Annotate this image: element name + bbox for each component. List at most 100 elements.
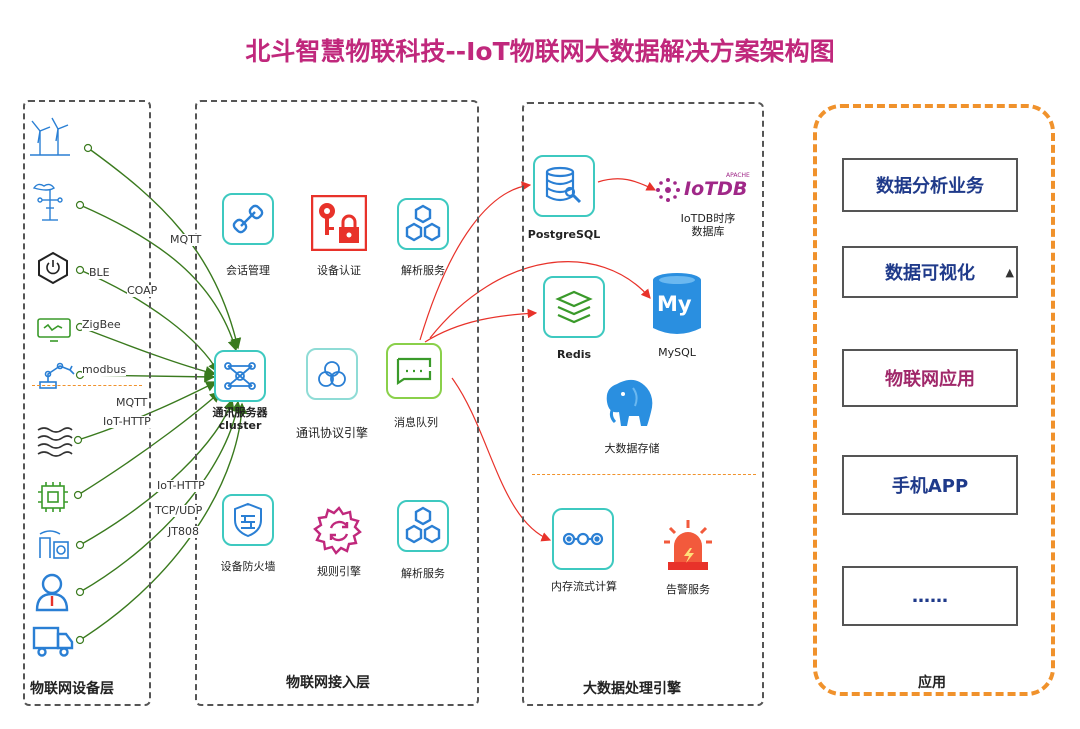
stream-flow-icon <box>562 532 604 546</box>
link-postgres-iotdb <box>597 178 657 191</box>
zigbee-monitor-icon <box>36 317 72 347</box>
stream-compute-label: 内存流式计算 <box>551 580 617 593</box>
air-filter-icon <box>34 424 74 462</box>
access-layer-label: 物联网接入层 <box>286 675 370 691</box>
iotdb-apache-text: APACHE <box>726 172 750 179</box>
camera-node-icon <box>34 528 72 566</box>
redis-node[interactable] <box>543 276 605 338</box>
page-title: 北斗智慧物联科技--IoT物联网大数据解决方案架构图 <box>245 37 835 66</box>
protocol-tcpudp-label: TCP/UDP <box>155 504 203 517</box>
parse-service-node-top[interactable] <box>397 198 449 250</box>
comm-server-cluster-node[interactable] <box>214 350 266 402</box>
link-mq-postgres <box>419 181 532 341</box>
parse-service-label-bottom: 解析服务 <box>401 567 445 580</box>
redis-stack-icon <box>555 290 593 324</box>
access-layer-panel <box>195 100 479 706</box>
iotdb-brand-text: IoTDB <box>684 178 748 200</box>
protocol-modbus-label: modbus <box>82 363 127 376</box>
protocol-mqtt-label: MQTT <box>170 233 202 246</box>
link-wind <box>87 147 242 350</box>
rule-engine-label: 规则引擎 <box>317 565 361 578</box>
link-weather <box>79 204 239 352</box>
mysql-icon: My <box>651 272 703 342</box>
app-iot-application-box[interactable]: 物联网应用 <box>842 349 1018 407</box>
alarm-service-label: 告警服务 <box>666 583 710 596</box>
app-mobile-box[interactable]: 手机APP <box>842 455 1018 515</box>
postgresql-node[interactable] <box>533 155 595 217</box>
chip-icon <box>34 480 72 518</box>
iotdb-label-line1: IoTDB时序 <box>680 212 736 225</box>
stream-compute-node[interactable] <box>552 508 614 570</box>
app-data-analysis-box[interactable]: 数据分析业务 <box>842 158 1018 212</box>
app-more-box[interactable]: …… <box>842 566 1018 626</box>
user-pin-icon <box>34 572 70 616</box>
protocol-engine-node[interactable] <box>306 348 358 400</box>
link-mq-redis <box>424 308 538 343</box>
device-firewall-label: 设备防火墙 <box>220 560 276 573</box>
app-layer-label: 应用 <box>918 675 946 691</box>
bigdata-layer-label: 大数据处理引擎 <box>583 681 681 697</box>
wind-turbine-icon <box>28 115 72 161</box>
session-management-node[interactable] <box>222 193 274 245</box>
parse-service-label-top: 解析服务 <box>401 264 445 277</box>
iotdb-logo: APACHE IoTDB <box>654 172 758 206</box>
comm-server-label: 通讯服务器 <box>212 406 268 419</box>
link-zigbee <box>79 326 217 377</box>
session-link-icon <box>232 204 264 234</box>
link-chip <box>77 391 222 496</box>
message-queue-node[interactable] <box>386 343 442 399</box>
redis-label: Redis <box>556 348 592 361</box>
iotdb-label-line2: 数据库 <box>691 225 725 238</box>
firewall-shield-icon <box>234 502 262 538</box>
bigdata-layer-panel <box>522 102 764 706</box>
iotdb-label: IoTDB时序 数据库 <box>662 212 754 238</box>
protocol-jt808-label: JT808 <box>168 525 199 538</box>
protocol-coap-label: COAP <box>127 284 158 297</box>
protocol-ble-label: BLE <box>89 266 110 279</box>
link-truck <box>79 402 248 641</box>
session-management-label: 会话管理 <box>226 264 270 277</box>
database-wrench-icon <box>545 166 582 204</box>
network-mesh-icon <box>224 362 256 390</box>
device-firewall-node[interactable] <box>222 494 274 546</box>
link-mq-stream <box>451 377 552 542</box>
mysql-label: MySQL <box>658 346 696 359</box>
weather-station-icon <box>28 178 72 226</box>
protocol-engine-label: 通讯协议引擎 <box>295 426 368 440</box>
postgresql-label: PostgreSQL <box>527 228 601 241</box>
device-layer-label: 物联网设备层 <box>30 681 114 697</box>
alarm-service-icon <box>660 516 716 578</box>
mysql-logo-text: My <box>657 292 692 316</box>
comm-server-cluster-label: cluster <box>218 419 262 432</box>
app-data-visualization-label: 数据可视化 <box>885 263 975 284</box>
app-data-visualization-box[interactable]: 数据可视化 ▲ <box>842 246 1018 298</box>
bluetooth-hexagon-icon <box>36 251 70 289</box>
device-auth-icon[interactable] <box>310 194 368 255</box>
message-queue-icon <box>396 357 432 386</box>
hexagon-cluster-icon <box>405 204 441 242</box>
rule-engine-icon[interactable] <box>312 504 366 562</box>
message-queue-label: 消息队列 <box>394 416 438 429</box>
link-mq-mysql <box>429 261 651 339</box>
link-user <box>79 400 243 593</box>
protocol-iothttp2-label: IoT-HTTP <box>157 479 205 492</box>
link-ble <box>79 269 219 374</box>
hexagon-cluster-icon-2 <box>405 506 441 544</box>
protocol-engine-icon <box>318 361 346 387</box>
protocol-iothttp1-label: IoT-HTTP <box>103 415 151 428</box>
link-camera <box>79 398 235 546</box>
protocol-mqtt2-label: MQTT <box>116 396 148 409</box>
robot-arm-icon <box>36 360 76 394</box>
device-auth-label: 设备认证 <box>317 264 361 277</box>
app-layer-panel <box>813 104 1055 696</box>
protocol-zigbee-label: ZigBee <box>82 318 121 331</box>
bigdata-divider <box>532 474 756 475</box>
device-layer-panel <box>23 100 151 706</box>
parse-service-node-bottom[interactable] <box>397 500 449 552</box>
hadoop-elephant-icon <box>603 374 659 436</box>
bigdata-storage-label: 大数据存储 <box>604 442 660 455</box>
device-divider <box>32 385 142 386</box>
link-filter <box>77 381 218 441</box>
arrow-up-icon: ▲ <box>1005 266 1014 279</box>
